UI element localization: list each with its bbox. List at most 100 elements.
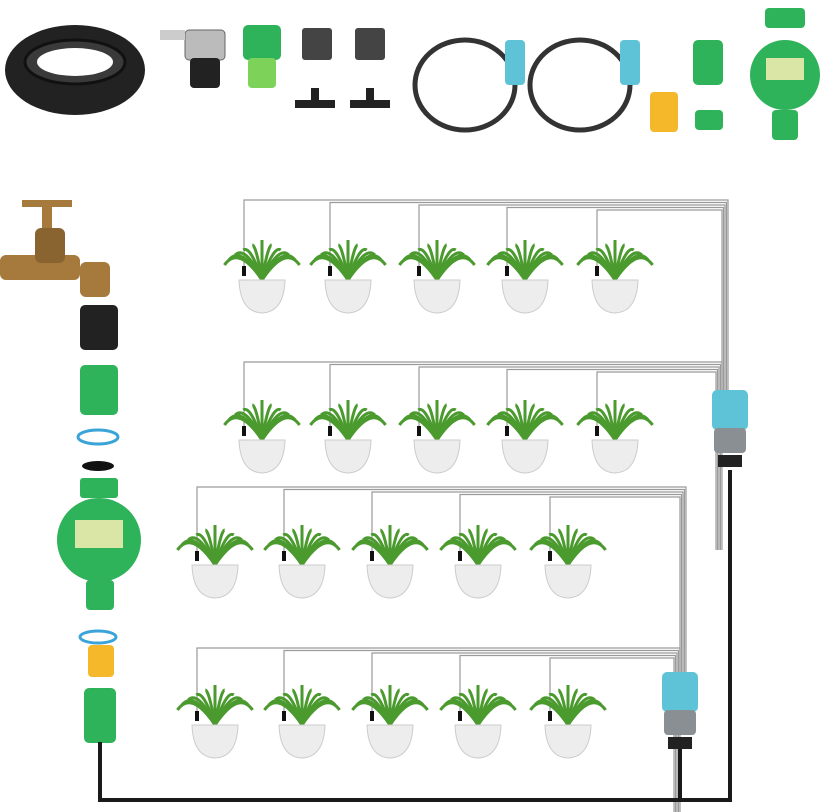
leaf bbox=[566, 541, 607, 566]
quick-connector bbox=[80, 365, 118, 415]
brass-adapter bbox=[88, 645, 114, 677]
dripper-stake bbox=[195, 711, 199, 721]
leaf bbox=[346, 416, 387, 441]
rotate-arrow-icon bbox=[76, 428, 120, 446]
micro-tube bbox=[196, 486, 687, 675]
dripper-stake bbox=[417, 426, 421, 436]
micro-tube bbox=[196, 647, 681, 812]
pot bbox=[591, 279, 639, 314]
potted-plant bbox=[309, 240, 387, 314]
potted-plant bbox=[398, 400, 476, 474]
pot bbox=[544, 564, 592, 599]
pot bbox=[501, 279, 549, 314]
dripper-stake bbox=[370, 551, 374, 561]
dripper-stake bbox=[505, 426, 509, 436]
micro-tube bbox=[506, 206, 725, 390]
water-timer-icon bbox=[750, 8, 820, 140]
potted-plant bbox=[398, 240, 476, 314]
pot bbox=[454, 564, 502, 599]
potted-plant bbox=[176, 685, 254, 759]
dripper-stake bbox=[458, 551, 462, 561]
dripper-stake bbox=[328, 426, 332, 436]
potted-plant bbox=[486, 400, 564, 474]
potted-plant bbox=[439, 525, 517, 599]
leaf bbox=[300, 701, 341, 726]
potted-plant bbox=[351, 685, 429, 759]
dripper-stake bbox=[242, 426, 246, 436]
potted-plant bbox=[223, 240, 301, 314]
pot bbox=[454, 724, 502, 759]
leaf bbox=[213, 701, 254, 726]
leaf bbox=[613, 256, 654, 281]
leaf bbox=[300, 541, 341, 566]
potted-plant bbox=[176, 525, 254, 599]
dripper-stake bbox=[505, 266, 509, 276]
micro-tube bbox=[506, 368, 719, 550]
leaf bbox=[435, 256, 476, 281]
pot bbox=[191, 564, 239, 599]
micro-tube bbox=[329, 201, 728, 390]
quick-connector-icon bbox=[243, 25, 281, 88]
plants bbox=[176, 240, 654, 759]
micro-tube bbox=[371, 652, 678, 812]
leaf bbox=[566, 701, 607, 726]
leaf bbox=[213, 541, 254, 566]
water-timer bbox=[57, 478, 141, 610]
leaf bbox=[523, 256, 564, 281]
potted-plant bbox=[486, 240, 564, 314]
potted-plant bbox=[263, 685, 341, 759]
rotate-arrow-icon bbox=[78, 629, 118, 645]
dripper-stake bbox=[458, 711, 462, 721]
hose-connector bbox=[84, 688, 116, 743]
pot bbox=[366, 724, 414, 759]
micro-tube bbox=[243, 199, 729, 390]
micro-tube bbox=[371, 491, 684, 675]
pot bbox=[591, 439, 639, 474]
leaf bbox=[613, 416, 654, 441]
dripper-stake bbox=[548, 711, 552, 721]
dripper-stake bbox=[595, 266, 599, 276]
pot bbox=[413, 439, 461, 474]
micro-tube bbox=[243, 361, 723, 550]
potted-plant bbox=[576, 400, 654, 474]
leaf bbox=[476, 541, 517, 566]
pot bbox=[238, 279, 286, 314]
hose-coil-icon bbox=[5, 25, 145, 115]
dripper-stake bbox=[548, 551, 552, 561]
faucet-icon bbox=[0, 200, 110, 297]
dripper-stake bbox=[417, 266, 421, 276]
components-row bbox=[5, 8, 820, 140]
dripper-stake bbox=[370, 711, 374, 721]
pot bbox=[238, 439, 286, 474]
pot bbox=[366, 564, 414, 599]
potted-plant bbox=[576, 240, 654, 314]
potted-plant bbox=[309, 400, 387, 474]
pot bbox=[278, 564, 326, 599]
dripper-set-icon bbox=[412, 37, 640, 133]
connector-lower bbox=[662, 672, 698, 749]
main-hose bbox=[98, 470, 732, 802]
tee-connector-icon bbox=[295, 28, 390, 108]
leaf bbox=[476, 701, 517, 726]
potted-plant bbox=[263, 525, 341, 599]
pot bbox=[324, 439, 372, 474]
leaf bbox=[260, 416, 301, 441]
dripper-stake bbox=[242, 266, 246, 276]
dripper-stake bbox=[282, 551, 286, 561]
rubber-washer bbox=[82, 461, 114, 471]
potted-plant bbox=[529, 685, 607, 759]
micro-tube bbox=[418, 204, 726, 390]
leaf bbox=[388, 541, 429, 566]
leaf bbox=[388, 701, 429, 726]
potted-plant bbox=[351, 525, 429, 599]
pot bbox=[278, 724, 326, 759]
micro-tube bbox=[596, 209, 723, 390]
pot bbox=[544, 724, 592, 759]
faucet-adapter bbox=[80, 305, 118, 350]
adapter-set-icon bbox=[650, 40, 723, 132]
micro-tube bbox=[418, 366, 720, 550]
distribution-connectors bbox=[662, 390, 748, 749]
dripper-stake bbox=[328, 266, 332, 276]
leaf bbox=[346, 256, 387, 281]
